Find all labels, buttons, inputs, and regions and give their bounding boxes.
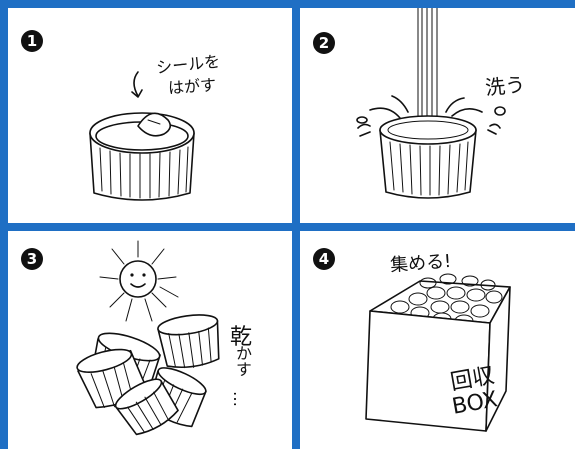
frame-middle-horizontal — [0, 223, 575, 231]
step-number-4: 4 — [313, 248, 335, 270]
panel-4-collect: 4 集める! 回収 BOX — [300, 231, 575, 449]
cup-peel-sticker-illustration — [89, 71, 195, 201]
caption-dry-line3: … — [230, 391, 249, 407]
panel-1-peel-sticker: 1 シールを はがす — [8, 8, 292, 223]
cups-drying-sun-illustration — [76, 240, 220, 436]
step-number-1: 1 — [21, 30, 43, 52]
step-number-3: 3 — [21, 248, 43, 270]
panel-3-dry: 3 乾 かす … — [8, 231, 292, 449]
caption-dry-line2: かす — [233, 345, 252, 377]
panel-2-wash: 2 洗う — [300, 8, 575, 223]
frame-top-border — [0, 0, 575, 8]
collection-box-illustration — [365, 273, 511, 432]
caption-dry-line1: 乾 — [230, 325, 253, 350]
cup-washing-illustration — [356, 8, 506, 199]
step-number-2: 2 — [313, 32, 335, 54]
